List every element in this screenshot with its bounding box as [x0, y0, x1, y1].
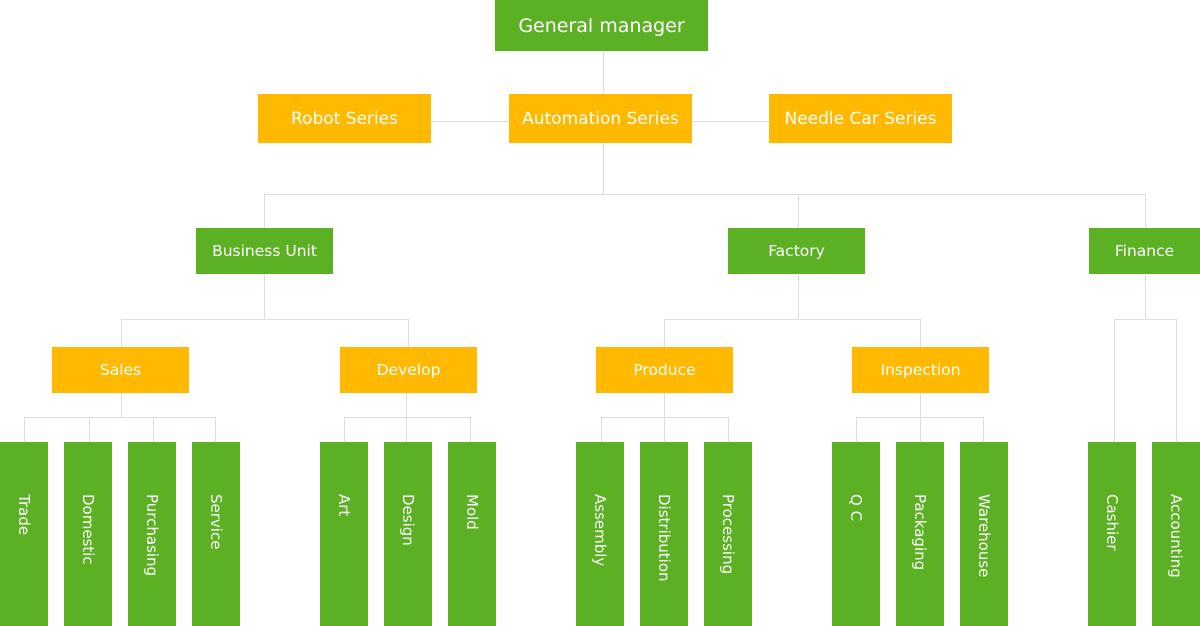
inspection-node: Inspection	[852, 347, 989, 393]
general-manager-node: General manager	[495, 0, 708, 51]
warehouse-node: Warehouse	[960, 442, 1008, 626]
business-unit-node: Business Unit	[196, 228, 333, 274]
mold-node: Mold	[448, 442, 496, 626]
sales-node: Sales	[52, 347, 189, 393]
trade-node: Trade	[0, 442, 48, 626]
produce-node: Produce	[596, 347, 733, 393]
automation-series-node: Automation Series	[509, 94, 692, 143]
processing-node: Processing	[704, 442, 752, 626]
assembly-node: Assembly	[576, 442, 624, 626]
cashier-node: Cashier	[1088, 442, 1136, 626]
factory-node: Factory	[728, 228, 865, 274]
art-node: Art	[320, 442, 368, 626]
needle-car-series-node: Needle Car Series	[769, 94, 952, 143]
distribution-node: Distribution	[640, 442, 688, 626]
develop-node: Develop	[340, 347, 477, 393]
accounting-node: Accounting	[1152, 442, 1200, 626]
qc-node: Q C	[832, 442, 880, 626]
robot-series-node: Robot Series	[258, 94, 431, 143]
design-node: Design	[384, 442, 432, 626]
domestic-node: Domestic	[64, 442, 112, 626]
purchasing-node: Purchasing	[128, 442, 176, 626]
packaging-node: Packaging	[896, 442, 944, 626]
finance-node: Finance	[1089, 228, 1200, 274]
service-node: Service	[192, 442, 240, 626]
